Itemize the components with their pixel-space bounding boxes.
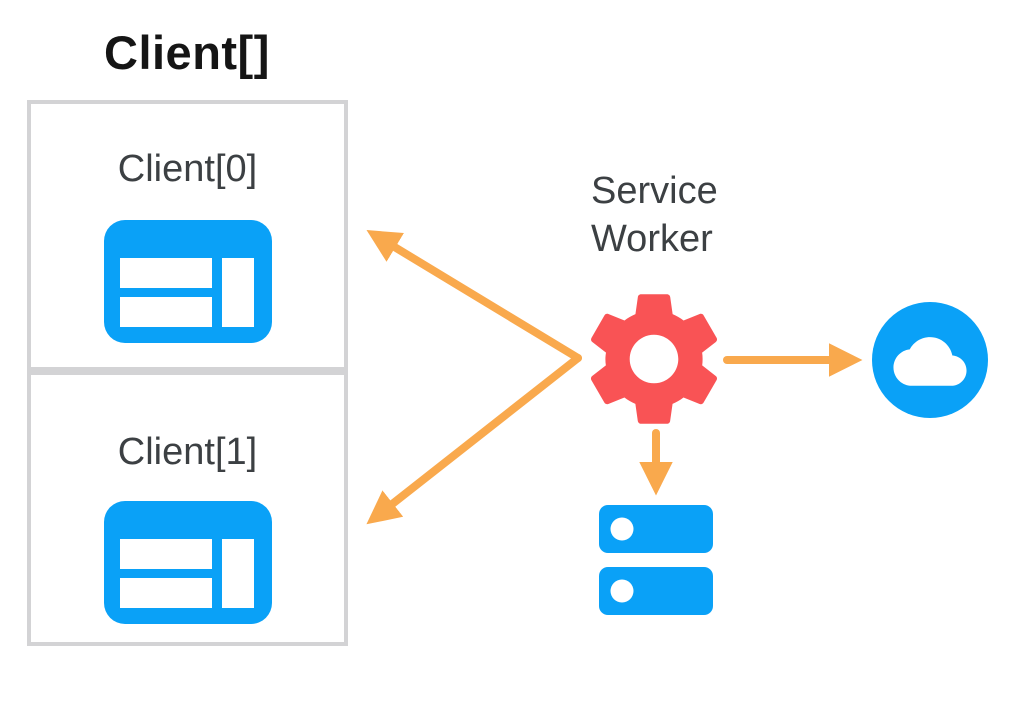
browser-window-icon xyxy=(103,220,272,343)
service-worker-label: Service Worker xyxy=(591,170,718,260)
cloud-icon xyxy=(872,302,988,418)
arrow-to-client1 xyxy=(366,354,582,525)
browser-window-icon xyxy=(103,501,272,624)
client-1-label: Client[1] xyxy=(117,431,258,473)
client-1-box: Client[1] xyxy=(27,371,348,646)
client-0-label: Client[0] xyxy=(117,148,258,190)
database-icon xyxy=(599,505,713,615)
arrow-to-client0 xyxy=(366,230,582,362)
client-0-box: Client[0] xyxy=(27,100,348,371)
diagram-title: Client[] xyxy=(104,26,270,79)
gear-icon xyxy=(590,294,718,424)
